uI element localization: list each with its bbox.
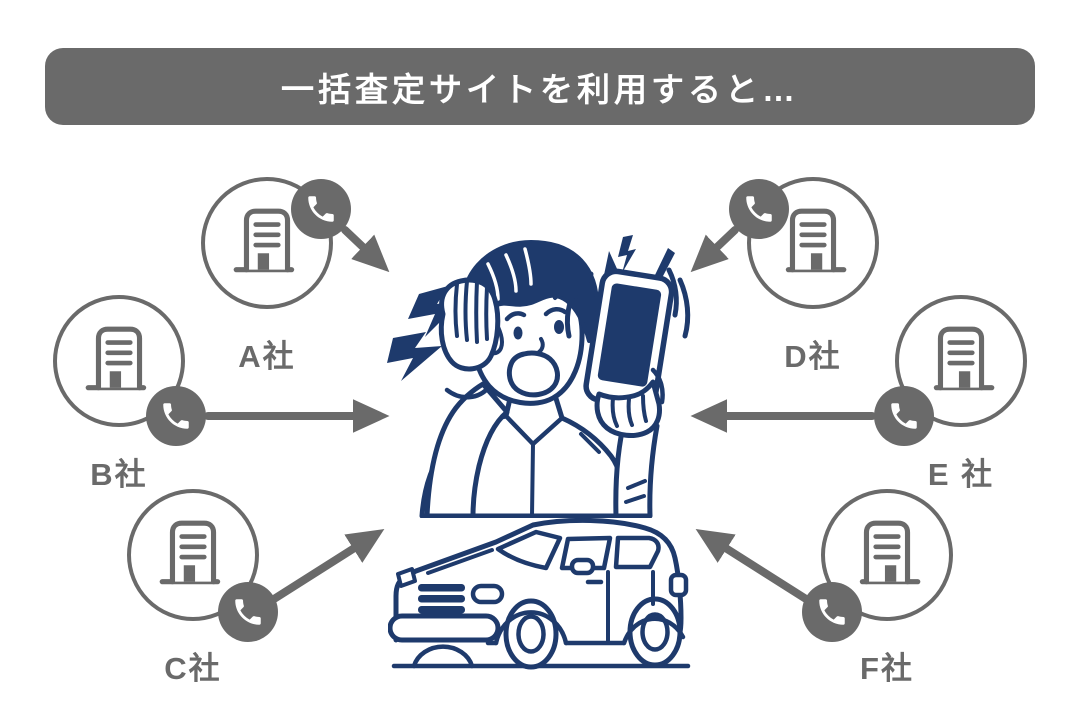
arrow-a-to-center bbox=[341, 226, 390, 273]
company-f-label: F社 bbox=[860, 651, 914, 686]
ring-spark-icon bbox=[655, 248, 675, 278]
building-icon bbox=[785, 208, 847, 273]
company-f-circle bbox=[821, 489, 953, 621]
phone-badge bbox=[729, 179, 789, 239]
worried-man-illustration bbox=[387, 235, 691, 518]
vibration-arcs bbox=[564, 271, 594, 339]
company-a-label: A社 bbox=[238, 339, 296, 374]
company-b-label: B社 bbox=[90, 457, 148, 492]
phone-icon bbox=[308, 196, 334, 222]
company-e-label: E 社 bbox=[927, 457, 995, 492]
banner-title: 一括査定サイトを利用すると… bbox=[281, 70, 799, 108]
company-node-f: F社 bbox=[802, 489, 953, 686]
phone-icon bbox=[235, 599, 261, 625]
company-node-d: D社 bbox=[729, 177, 879, 374]
phone-icon bbox=[163, 403, 189, 429]
company-c-label: C社 bbox=[164, 651, 222, 686]
arrow-f-to-center bbox=[695, 529, 810, 603]
phone-icon bbox=[746, 196, 772, 222]
phone-badge bbox=[874, 386, 934, 446]
phone-icon bbox=[891, 403, 917, 429]
ring-spark-icon bbox=[604, 251, 618, 275]
phone-badge bbox=[218, 582, 278, 642]
phone-badge bbox=[291, 179, 351, 239]
title-banner: 一括査定サイトを利用すると… bbox=[45, 48, 1035, 125]
company-node-c: C社 bbox=[127, 489, 278, 686]
company-d-label: D社 bbox=[784, 339, 842, 374]
building-icon bbox=[933, 326, 995, 391]
phone-badge bbox=[802, 582, 862, 642]
ring-spark-icon bbox=[618, 235, 636, 273]
company-node-e: E 社 bbox=[874, 295, 1027, 492]
building-icon bbox=[159, 520, 221, 585]
suv-car-illustration bbox=[388, 517, 691, 670]
company-node-a: A社 bbox=[201, 177, 351, 374]
company-node-b: B社 bbox=[53, 295, 206, 492]
phone-icon bbox=[819, 599, 845, 625]
stress-bolt-icon bbox=[387, 332, 442, 381]
vibration-arcs bbox=[666, 267, 691, 339]
company-a-circle bbox=[201, 177, 333, 309]
phone-badge bbox=[146, 386, 206, 446]
stress-bolt-icon bbox=[408, 286, 462, 337]
building-icon bbox=[233, 208, 295, 273]
building-icon bbox=[859, 520, 921, 585]
hair bbox=[460, 240, 600, 343]
building-icon bbox=[85, 326, 147, 391]
arrow-c-to-center bbox=[270, 529, 385, 603]
arrow-d-to-center bbox=[690, 226, 739, 273]
